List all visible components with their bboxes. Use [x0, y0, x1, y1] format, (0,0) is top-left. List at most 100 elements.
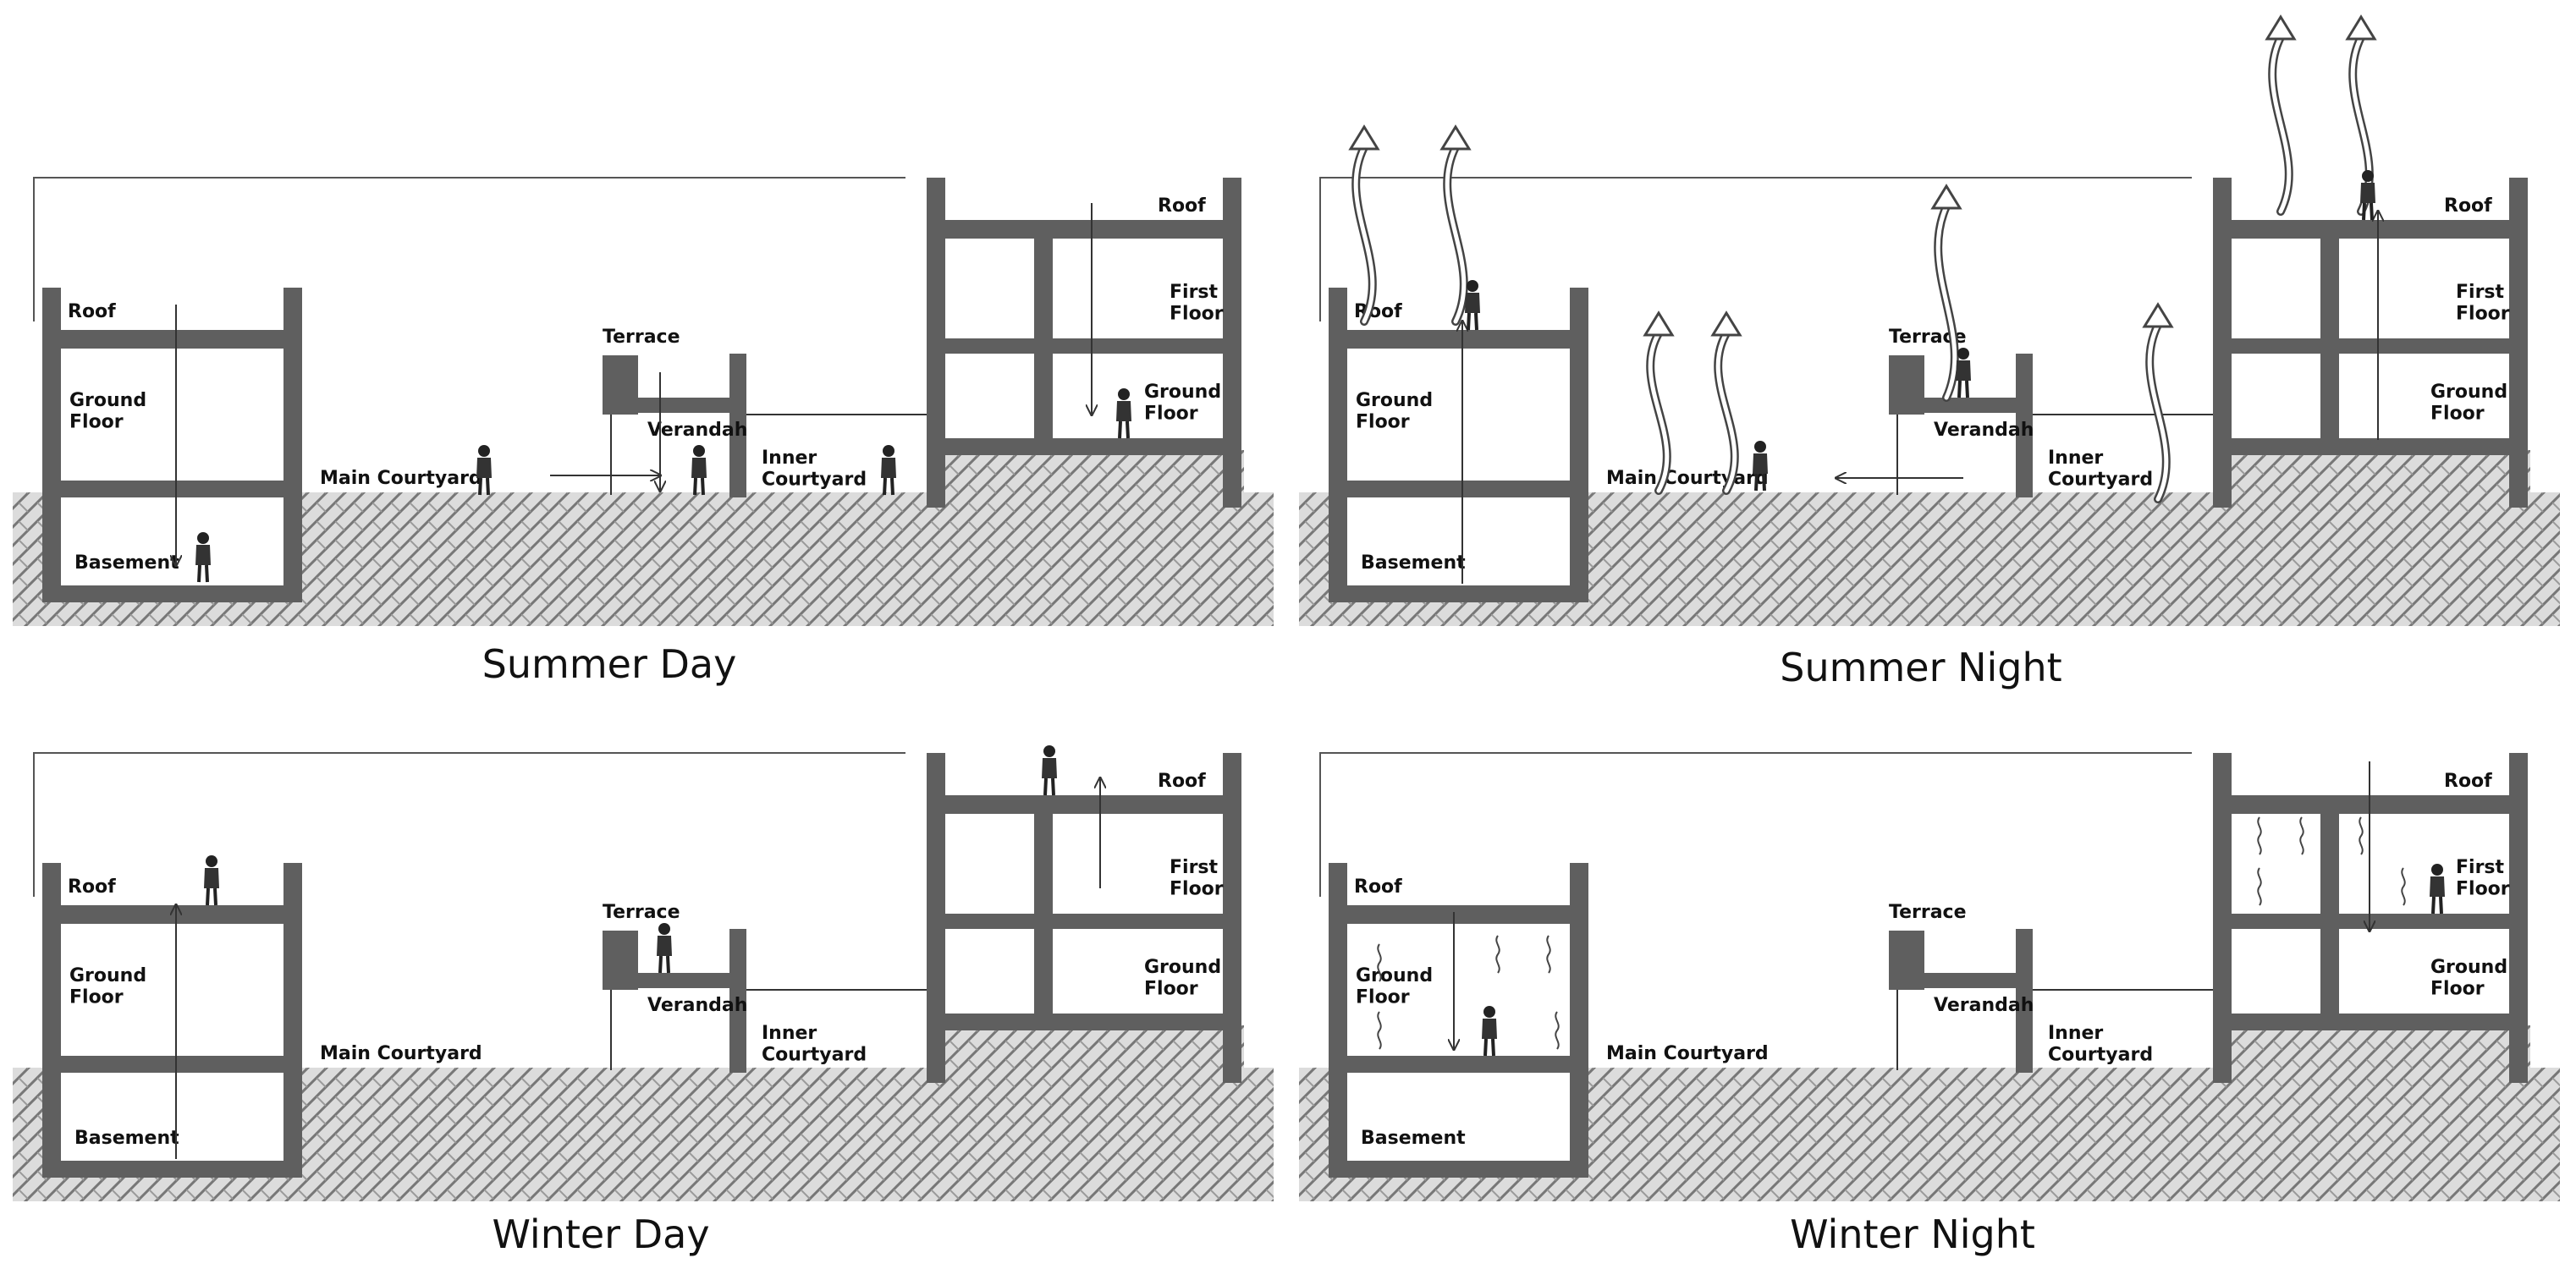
person-figure-icon — [476, 445, 492, 496]
left-building-wall — [1570, 863, 1588, 1167]
right-floor-slab — [945, 338, 1223, 354]
right-building-wall — [2509, 178, 2528, 508]
person-figure-icon — [2430, 864, 2445, 915]
basement-room — [61, 1073, 283, 1161]
warm-air-swirl-icon — [1377, 1011, 1382, 1050]
rising-air-icon — [1439, 124, 1472, 326]
label-roof-left: Roof — [68, 876, 116, 898]
ground-hatch-raised — [931, 450, 1244, 501]
right-ground-slab — [2232, 438, 2509, 455]
left-roof-slab — [1329, 330, 1588, 349]
label-roof-left: Roof — [1354, 876, 1402, 898]
terrace-slab — [638, 973, 729, 988]
label-basement: Basement — [74, 552, 179, 574]
right-partition — [1034, 239, 1053, 438]
label-roof-right: Roof — [1158, 195, 1206, 217]
verandah-wall — [2016, 929, 2033, 1073]
label-verandah: Verandah — [1934, 420, 2034, 441]
terrace-block — [603, 931, 638, 990]
right-roof-slab — [945, 795, 1223, 814]
warm-air-swirl-icon — [1555, 1011, 1560, 1050]
site-outline — [1319, 177, 2192, 321]
person-figure-icon — [1482, 1006, 1497, 1057]
left-basement-slab — [42, 1161, 302, 1178]
label-terrace: Terrace — [1889, 902, 1967, 923]
rising-air-icon — [2142, 302, 2174, 503]
ground-hatch-raised — [931, 1025, 1244, 1076]
ground-hatch-raised — [2217, 1025, 2530, 1076]
left-building-wall — [1570, 288, 1588, 592]
person-figure-icon — [691, 445, 707, 496]
right-roof-slab — [945, 220, 1223, 239]
label-main-courtyard: Main Courtyard — [320, 1043, 482, 1064]
terrace-block — [603, 355, 638, 415]
right-partition — [1034, 814, 1053, 1014]
warm-air-swirl-icon — [1546, 935, 1551, 974]
left-basement-slab — [42, 585, 302, 602]
warm-air-swirl-icon — [2257, 867, 2262, 906]
right-floor-slab — [945, 914, 1223, 929]
right-floor-slab — [2232, 338, 2509, 354]
right-building-wall — [927, 178, 945, 508]
left-building-wall — [283, 288, 302, 592]
label-roof-right: Roof — [1158, 771, 1206, 792]
label-verandah: Verandah — [647, 420, 747, 441]
right-building-wall — [2213, 753, 2232, 1083]
caption-summer-day: Summer Day — [482, 641, 737, 687]
terrace-slab — [1924, 398, 2016, 413]
person-figure-icon — [881, 445, 896, 496]
right-building-wall — [2213, 178, 2232, 508]
label-roof-right: Roof — [2444, 195, 2492, 217]
right-partition — [2320, 239, 2339, 438]
left-building-wall — [42, 863, 61, 1167]
right-partition — [2320, 814, 2339, 1014]
person-figure-icon — [657, 923, 672, 974]
ground-hatch-raised — [2217, 450, 2530, 501]
label-main-courtyard: Main Courtyard — [1606, 468, 1769, 489]
rising-air-icon — [1930, 184, 1962, 402]
left-roof-slab — [1329, 905, 1588, 924]
right-building-wall — [927, 753, 945, 1083]
rising-air-icon — [2345, 14, 2377, 216]
warm-air-swirl-icon — [2359, 816, 2364, 855]
label-roof-left: Roof — [68, 301, 116, 322]
left-building-wall — [283, 863, 302, 1167]
right-ground-slab — [2232, 1014, 2509, 1030]
left-building-wall — [1329, 863, 1347, 1167]
right-roof-slab — [2232, 220, 2509, 239]
person-figure-icon — [2360, 170, 2375, 221]
person-figure-icon — [195, 532, 211, 583]
warm-air-swirl-icon — [2257, 816, 2262, 855]
left-building-wall — [1329, 288, 1347, 592]
left-roof-slab — [42, 905, 302, 924]
verandah-wall — [729, 354, 746, 497]
left-roof-slab — [42, 330, 302, 349]
person-figure-icon — [1753, 441, 1768, 492]
verandah-wall — [729, 929, 746, 1073]
right-ground-slab — [945, 1014, 1223, 1030]
person-figure-icon — [204, 855, 219, 906]
label-basement: Basement — [1361, 552, 1466, 574]
verandah-wall — [2016, 354, 2033, 497]
right-ground-slab — [945, 438, 1223, 455]
label-basement: Basement — [1361, 1128, 1466, 1149]
rising-air-icon — [1710, 310, 1742, 495]
right-building-wall — [1223, 753, 1241, 1083]
label-basement: Basement — [74, 1128, 179, 1149]
terrace-block — [1889, 355, 1924, 415]
rising-air-icon — [2265, 14, 2297, 216]
